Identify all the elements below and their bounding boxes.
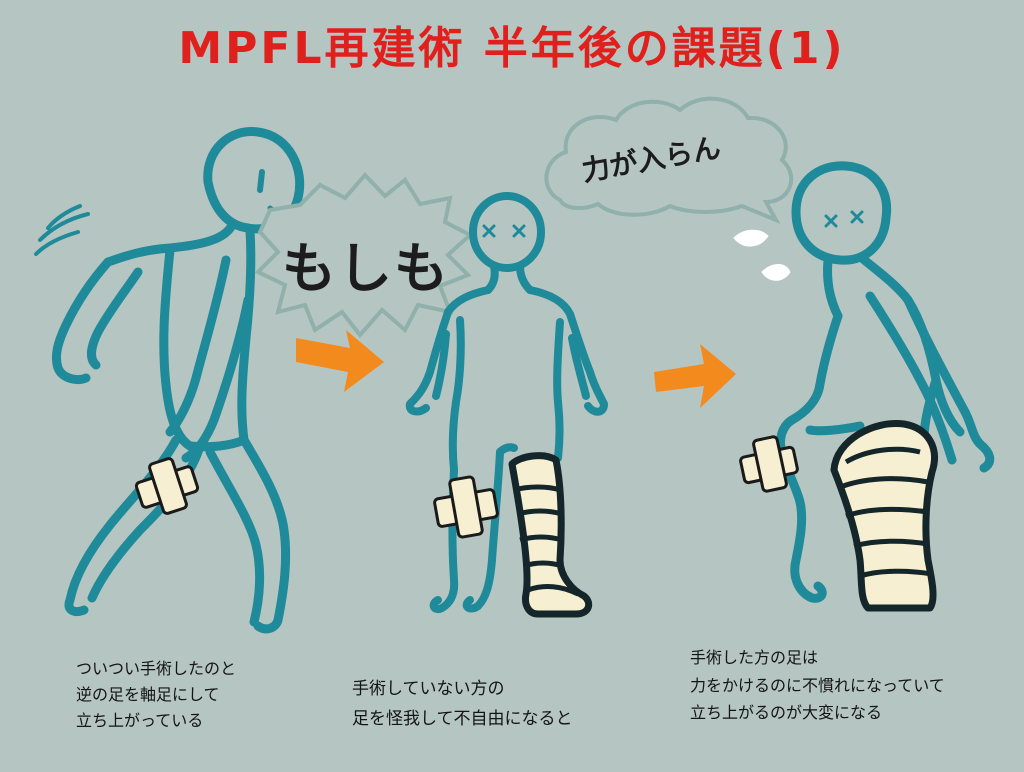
caption-left: ついつい手術したのと 逆の足を軸足にして 立ち上がっている xyxy=(76,656,236,734)
burst-bubble xyxy=(254,172,474,339)
thought-bubble xyxy=(544,96,794,225)
sweat-drops xyxy=(733,229,791,281)
page-title: MPFL再建術 半年後の課題(1) xyxy=(178,23,846,74)
caption-center-line-2: 足を怪我して不自由になると xyxy=(352,708,573,729)
caption-left-line-1: ついつい手術したのと xyxy=(76,659,237,678)
bandage-center xyxy=(433,475,499,539)
caption-left-line-3: 立ち上がっている xyxy=(76,710,204,730)
caption-right: 手術した方の足は 力をかけるのに不慣れになっていて 立ち上がるのが大変になる xyxy=(690,644,945,727)
cast-center xyxy=(508,452,593,618)
figure-left xyxy=(34,127,305,634)
caption-right-line-3: 立ち上がるのが大変になる xyxy=(690,703,883,723)
caption-right-line-2: 力をかけるのに不慣れになっていて xyxy=(690,675,945,695)
caption-center-line-1: 手術していない方の xyxy=(352,679,505,699)
figure-center xyxy=(405,192,608,613)
arrow-1 xyxy=(296,330,384,392)
bandage-left xyxy=(134,457,200,515)
cast-right xyxy=(830,419,938,612)
caption-center: 手術していない方の 足を怪我して不自由になると xyxy=(352,675,573,735)
arrow-2 xyxy=(654,344,736,408)
shout-text: もしも xyxy=(282,237,450,300)
bandage-right xyxy=(739,435,799,493)
caption-left-line-2: 逆の足を軸足にして xyxy=(76,684,220,704)
caption-right-line-1: 手術した方の足は xyxy=(690,648,819,667)
